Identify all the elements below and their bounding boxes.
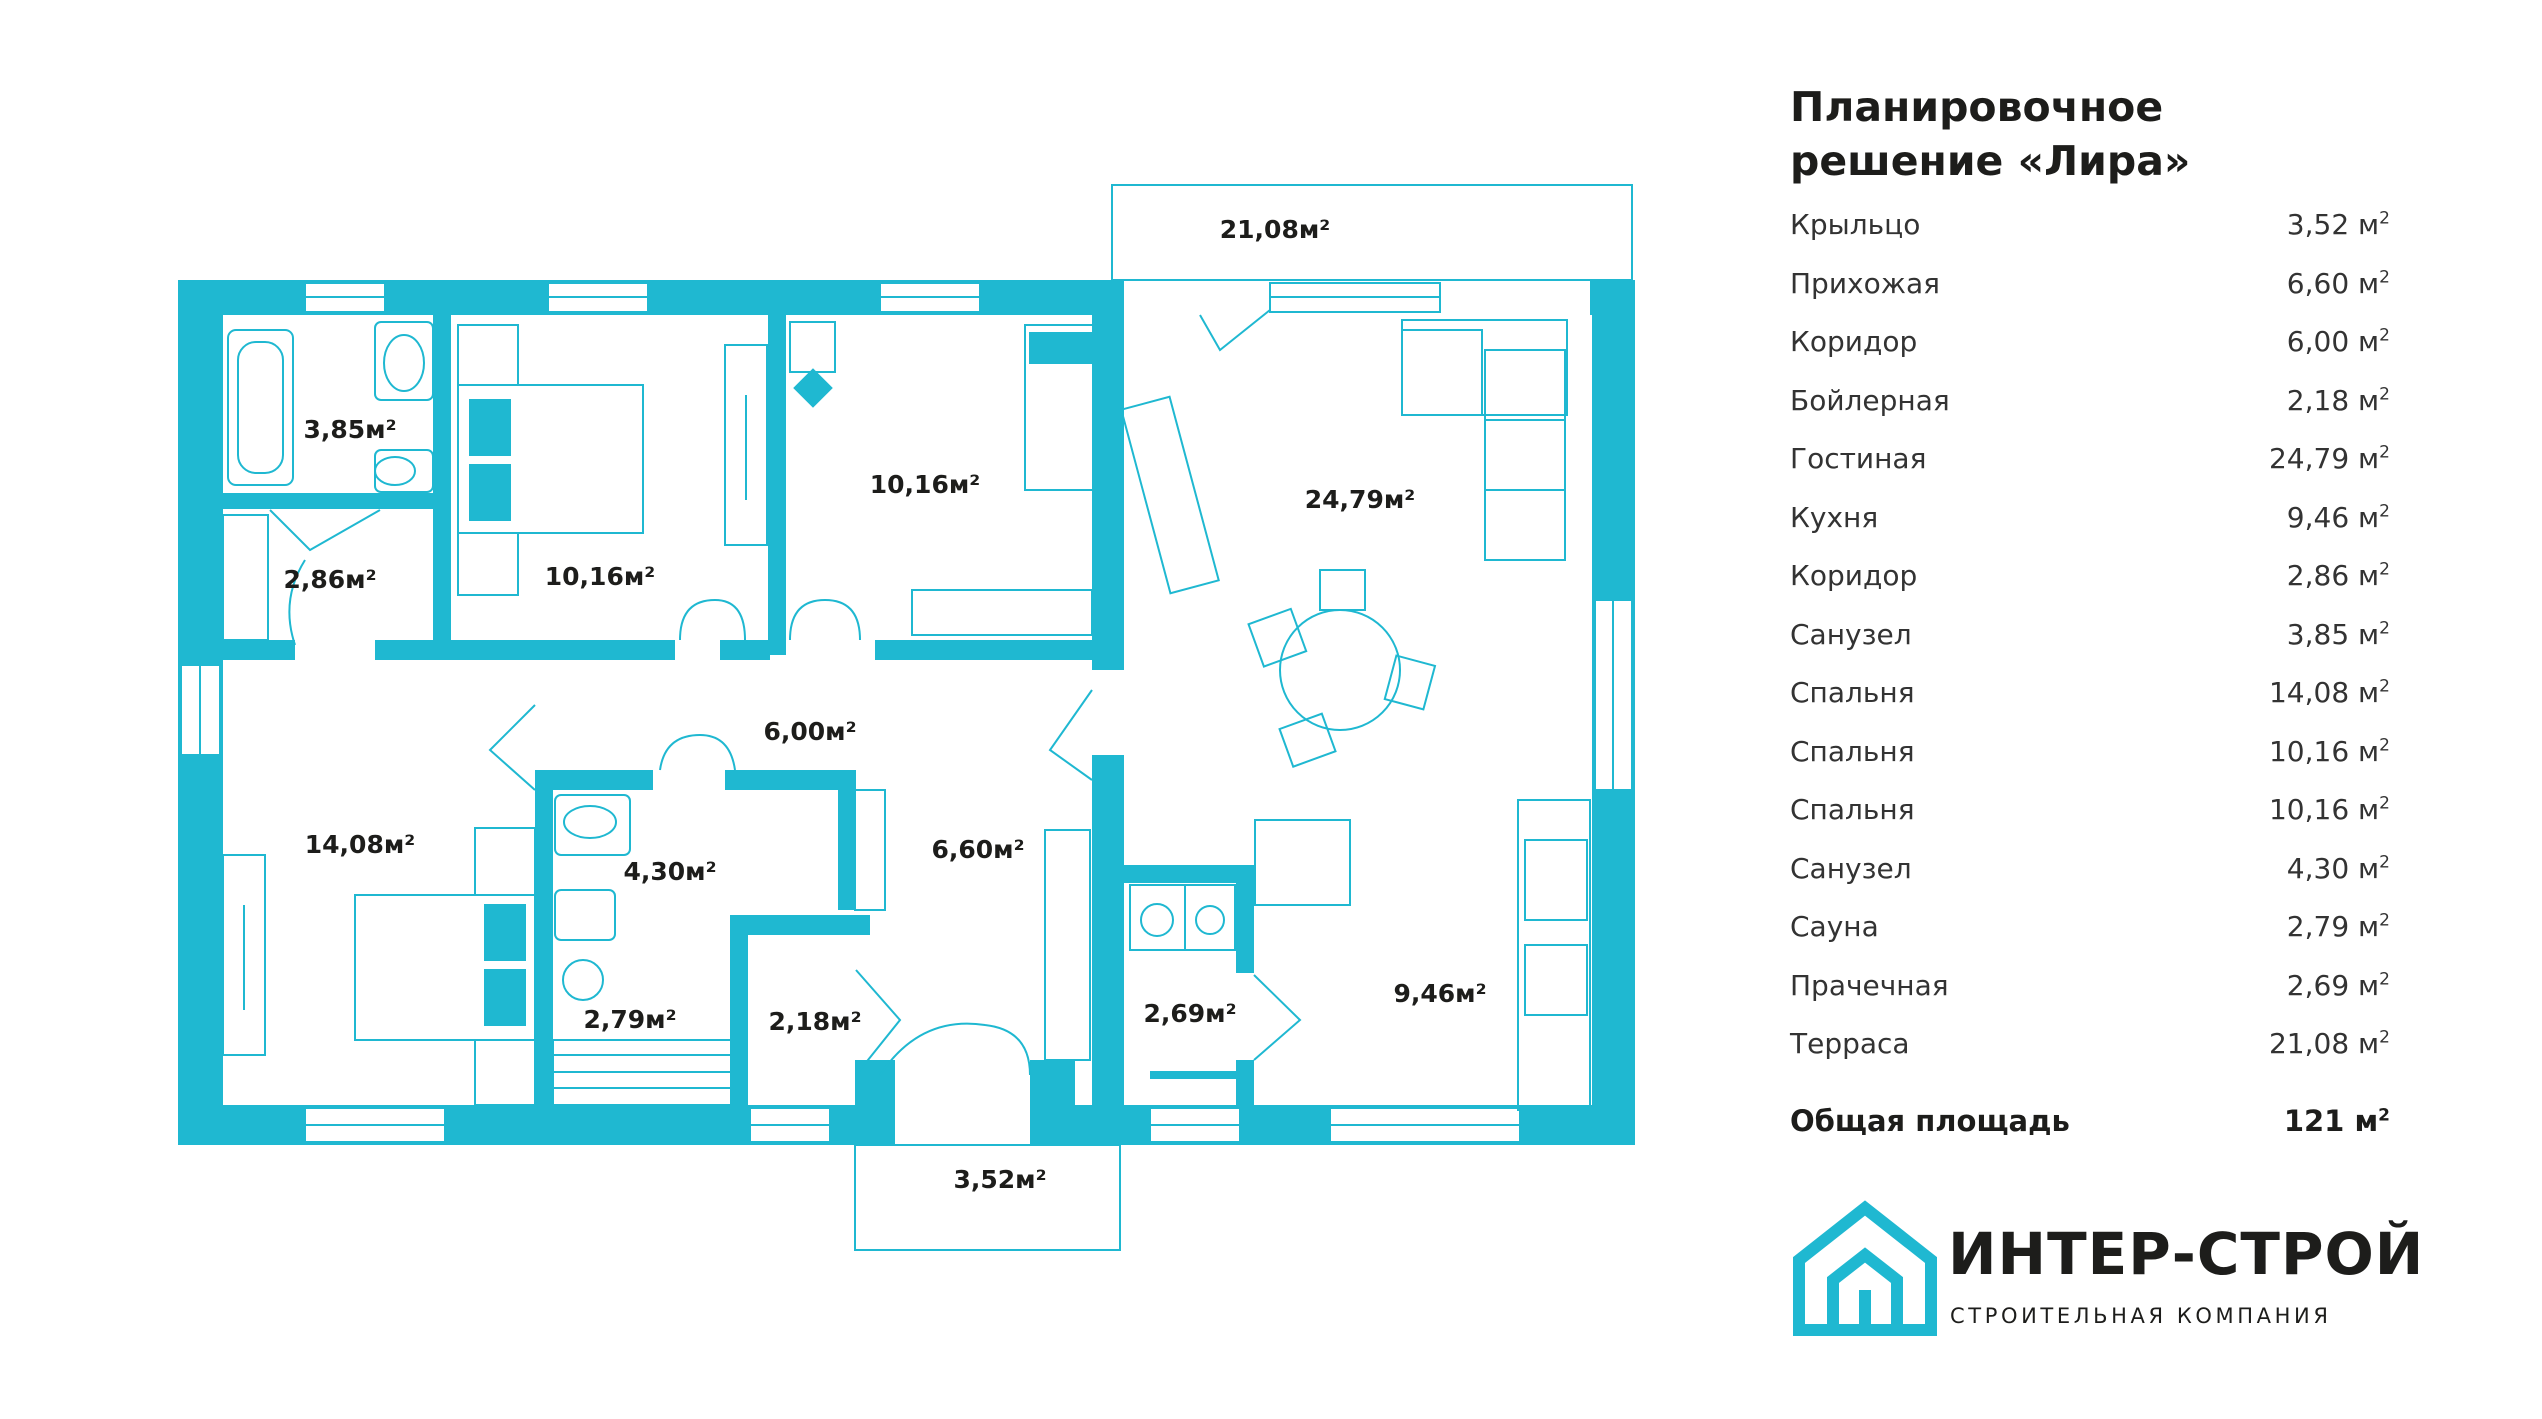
room-area-row: Спальня 14,08 м2 <box>1790 676 2390 735</box>
company-logo: ИНТЕР-СТРОЙ СТРОИТЕЛЬНАЯ КОМПАНИЯ <box>1793 1200 2423 1340</box>
room-area: 10,16 м2 <box>2268 734 2390 768</box>
furniture <box>222 319 1591 1111</box>
room-area-row: Санузел 4,30 м2 <box>1790 852 2390 911</box>
room-area: 3,85 м2 <box>2286 617 2390 651</box>
room-area-row: Коридор 2,86 м2 <box>1790 559 2390 618</box>
room-area: 3,52 м2 <box>2286 208 2390 241</box>
area-panel: Планировочное решение «Лира» Крыльцо 3,52… <box>1790 80 2390 1138</box>
room-area: 9,46 м2 <box>2286 500 2390 534</box>
room-label-corridor1: 6,00м² <box>763 717 856 746</box>
room-name: Спальня <box>1790 676 1915 709</box>
room-area-row: Спальня 10,16 м2 <box>1790 793 2390 852</box>
room-name: Терраса <box>1790 1027 1910 1060</box>
room-area-row: Сауна 2,79 м2 <box>1790 910 2390 969</box>
plan-title-line1: Планировочное <box>1790 83 2164 131</box>
room-area: 24,79 м2 <box>2268 442 2390 475</box>
room-area-row: Терраса 21,08 м2 <box>1790 1027 2390 1086</box>
room-area: 2,86 м2 <box>2286 559 2390 592</box>
room-label-kitchen: 9,46м² <box>1393 979 1486 1008</box>
room-labels: 21,08м² 3,85м² 10,16м² 10,16м² 24,79м² 2… <box>283 215 1486 1194</box>
total-area-value: 121 м2 <box>2283 1103 2390 1138</box>
room-name: Прачечная <box>1790 968 1949 1002</box>
room-area-row: Прихожая 6,60 м2 <box>1790 267 2390 326</box>
room-name: Гостиная <box>1790 442 1927 475</box>
room-label-living: 24,79м² <box>1305 485 1415 514</box>
room-name: Крыльцо <box>1790 208 1921 241</box>
plan-title: Планировочное решение «Лира» <box>1790 80 2390 188</box>
room-area: 21,08 м2 <box>2268 1027 2390 1060</box>
room-name: Спальня <box>1790 734 1915 768</box>
room-label-corridor2: 2,86м² <box>283 565 376 594</box>
room-name: Коридор <box>1790 325 1918 358</box>
room-name: Сауна <box>1790 910 1879 943</box>
room-area-row: Крыльцо 3,52 м2 <box>1790 208 2390 267</box>
room-label-bath1: 3,85м² <box>303 415 396 444</box>
room-area: 6,00 м2 <box>2286 325 2390 358</box>
room-area: 10,16 м2 <box>2268 793 2390 826</box>
room-label-laundry: 2,69м² <box>1143 999 1236 1028</box>
room-area: 2,18 м2 <box>2286 383 2390 417</box>
room-area-row: Коридор 6,00 м2 <box>1790 325 2390 384</box>
room-label-hall: 6,60м² <box>931 835 1024 864</box>
brand-tagline: СТРОИТЕЛЬНАЯ КОМПАНИЯ <box>1950 1304 2332 1328</box>
plan-title-line2: решение «Лира» <box>1790 137 2191 185</box>
room-area-row: Прачечная 2,69 м2 <box>1790 969 2390 1028</box>
room-label-terrace: 21,08м² <box>1220 215 1330 244</box>
house-logo-icon <box>1793 1200 1937 1336</box>
room-name: Коридор <box>1790 559 1918 592</box>
room-area: 2,79 м2 <box>2286 910 2390 943</box>
room-area-row: Гостиная 24,79 м2 <box>1790 442 2390 501</box>
room-area: 4,30 м2 <box>2286 851 2390 885</box>
room-label-bed3: 10,16м² <box>870 470 980 499</box>
room-label-bed1: 14,08м² <box>305 830 415 859</box>
windows <box>180 282 1633 1143</box>
room-area-row: Спальня 10,16 м2 <box>1790 735 2390 794</box>
room-area: 2,69 м2 <box>2286 968 2390 1002</box>
room-area: 14,08 м2 <box>2268 676 2390 709</box>
room-name: Бойлерная <box>1790 383 1950 417</box>
room-area-row: Кухня 9,46 м2 <box>1790 501 2390 560</box>
room-label-boiler: 2,18м² <box>768 1007 861 1036</box>
room-area: 6,60 м2 <box>2286 266 2390 300</box>
walls <box>178 280 1635 1145</box>
room-name: Прихожая <box>1790 266 1940 300</box>
total-area-label: Общая площадь <box>1790 1103 2070 1138</box>
room-name: Санузел <box>1790 851 1912 885</box>
room-label-bath2: 4,30м² <box>623 857 716 886</box>
outdoor-outlines <box>269 184 1633 1251</box>
room-label-sauna: 2,79м² <box>583 1005 676 1034</box>
brand-name: ИНТЕР-СТРОЙ <box>1948 1220 2425 1288</box>
room-name: Кухня <box>1790 500 1879 534</box>
floor-plan: 21,08м² 3,85м² 10,16м² 10,16м² 24,79м² 2… <box>178 184 1635 1251</box>
room-label-porch: 3,52м² <box>953 1165 1046 1194</box>
room-name: Санузел <box>1790 617 1912 651</box>
total-area-row: Общая площадь 121 м2 <box>1790 1104 2390 1138</box>
room-name: Спальня <box>1790 793 1915 826</box>
room-area-list: Крыльцо 3,52 м2 Прихожая 6,60 м2 Коридор 6,00… <box>1790 208 2390 1086</box>
room-area-row: Бойлерная 2,18 м2 <box>1790 384 2390 443</box>
room-label-bed2: 10,16м² <box>545 562 655 591</box>
room-area-row: Санузел 3,85 м2 <box>1790 618 2390 677</box>
